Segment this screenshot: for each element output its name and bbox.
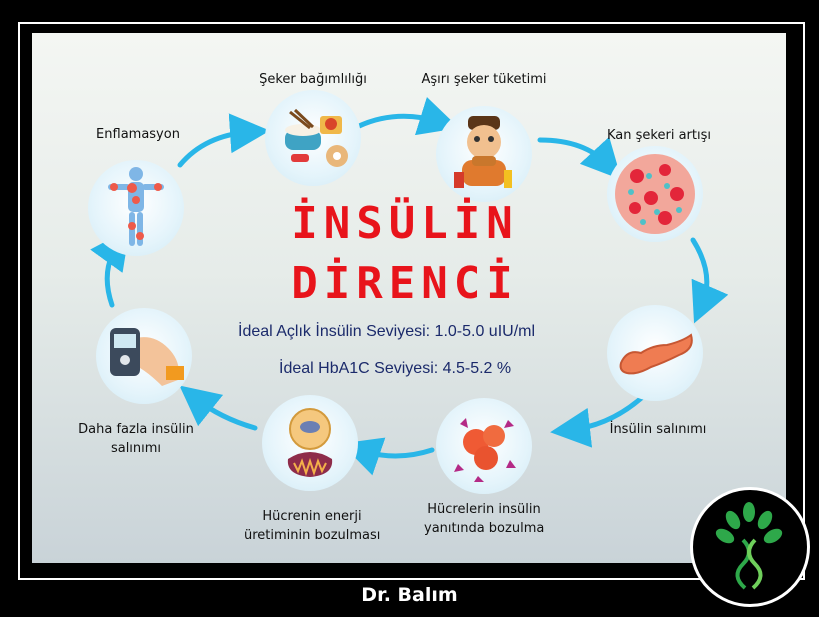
- outer-frame: [18, 22, 805, 580]
- sweets-icon: [285, 108, 348, 167]
- label-step-8: Enflamasyon: [96, 127, 180, 142]
- label-step-7-line-2: salınımı: [110, 441, 162, 456]
- arrow-3: [690, 237, 729, 324]
- label-step-6-line-1: Hücrenin enerji: [262, 509, 362, 524]
- label-step-7: Daha fazla insülin salınımı: [68, 420, 204, 458]
- author-name: Dr. Balım: [361, 584, 458, 606]
- mitochondria-icon: [287, 408, 333, 477]
- label-step-5-line-1: Hücrelerin insülin: [427, 502, 541, 517]
- step-inflammation: [88, 160, 184, 256]
- step-sweets: [265, 90, 361, 186]
- step-overeating: [436, 106, 532, 202]
- arrow-2: [537, 136, 622, 180]
- arrow-5: [341, 437, 435, 476]
- cells-icon: [454, 418, 516, 482]
- arrow-1: [352, 96, 460, 136]
- logo: [690, 487, 810, 607]
- glucometer-icon: [110, 328, 184, 386]
- ideal-fasting-insulin: İdeal Açlık İnsülin Seviyesi: 1.0-5.0 uI…: [238, 323, 536, 340]
- step-insulin-release: [607, 305, 703, 401]
- label-step-6-line-2: üretiminin bozulması: [244, 528, 381, 543]
- label-step-4: İnsülin salınımı: [609, 422, 707, 437]
- title-line-2: DİRENCİ: [291, 258, 519, 309]
- label-step-5: Hücrelerin insülin yanıtında bozulma: [424, 500, 544, 538]
- infographic-panel: [32, 33, 786, 563]
- label-step-7-line-1: Daha fazla insülin: [78, 422, 194, 437]
- label-step-1: Şeker bağımlılığı: [259, 72, 367, 87]
- step-blood-sugar: [607, 146, 703, 242]
- tree-dna-icon: [715, 502, 783, 590]
- step-cell-response: [436, 398, 532, 494]
- blood-cells-icon: [615, 154, 695, 234]
- title-line-1: İNSÜLİN: [291, 198, 519, 249]
- label-step-3: Kan şekeri artışı: [607, 128, 711, 143]
- man-eating-icon: [454, 116, 512, 188]
- label-step-2: Aşırı şeker tüketimi: [421, 72, 547, 87]
- step-energy-production: [262, 395, 358, 491]
- ideal-hba1c: İdeal HbA1C Seviyesi: 4.5-5.2 %: [279, 360, 512, 377]
- arrow-6: [179, 385, 258, 431]
- arrow-8: [177, 113, 270, 168]
- pancreas-icon: [619, 333, 693, 375]
- label-step-5-line-2: yanıtında bozulma: [424, 521, 545, 536]
- inflamed-body-icon: [108, 167, 164, 246]
- step-more-insulin: [96, 308, 192, 404]
- label-step-6: Hücrenin enerji üretiminin bozulması: [244, 507, 380, 545]
